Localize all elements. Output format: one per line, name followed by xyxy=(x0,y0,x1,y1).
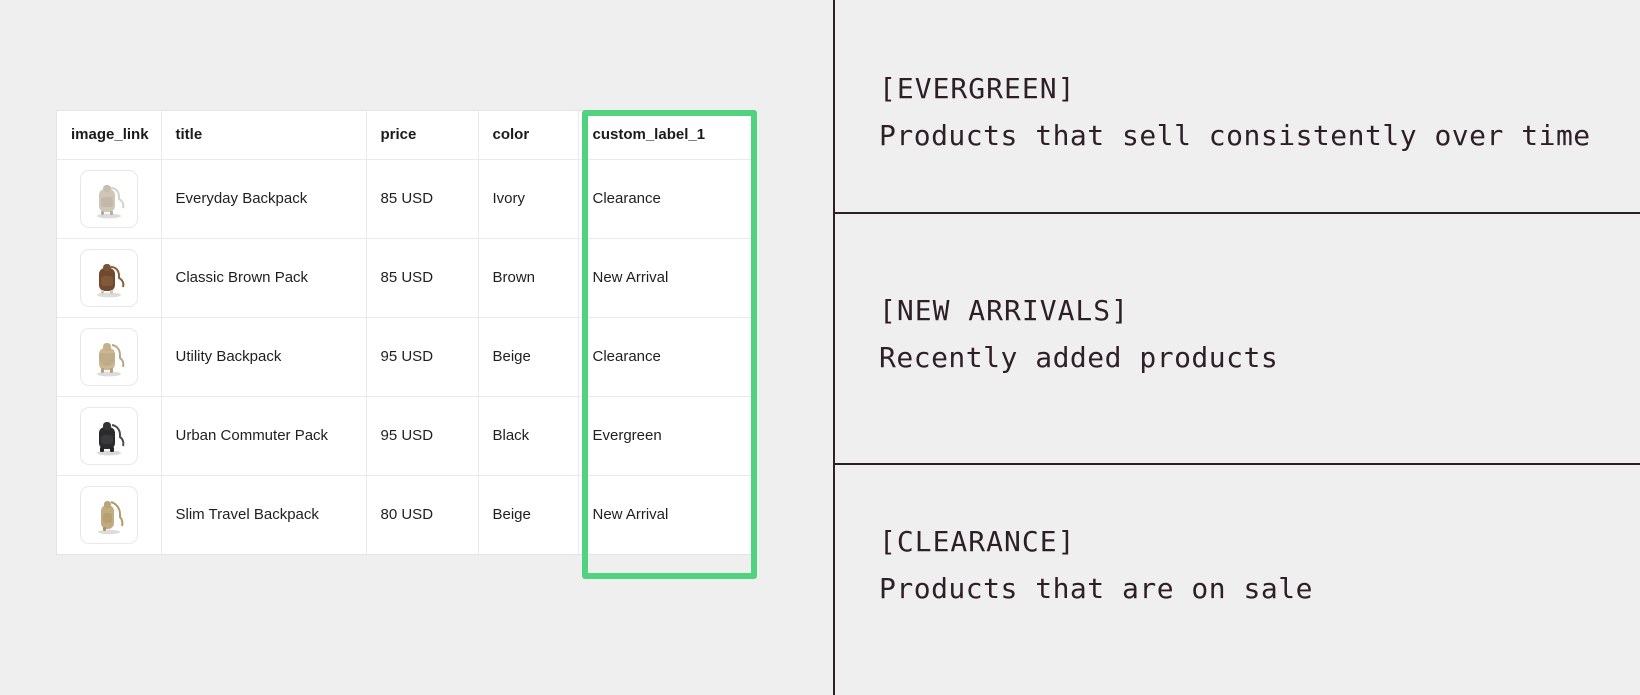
legend-item-new-arrivals: [NEW ARRIVALS] Recently added products xyxy=(835,214,1640,465)
legend-tag-clearance: [CLEARANCE] xyxy=(879,525,1076,558)
cell-custom-label-1: Clearance xyxy=(578,159,757,239)
legend-description-new-arrivals: Recently added products xyxy=(879,341,1279,374)
table-row[interactable]: Classic Brown Pack 85 USD Brown New Arri… xyxy=(57,238,757,318)
cell-title: Urban Commuter Pack xyxy=(161,396,367,476)
cell-title: Utility Backpack xyxy=(161,317,367,397)
column-header-color[interactable]: color xyxy=(478,111,579,160)
column-header-price[interactable]: price xyxy=(366,111,479,160)
cell-price: 95 USD xyxy=(366,396,479,476)
cell-color: Beige xyxy=(478,475,579,554)
table-row[interactable]: Everyday Backpack 85 USD Ivory Clearance xyxy=(57,159,757,239)
legend-description-clearance: Products that are on sale xyxy=(879,572,1313,605)
column-header-title[interactable]: title xyxy=(161,111,367,160)
product-feed-table: image_link title price color custom_labe… xyxy=(56,110,757,555)
cell-color: Beige xyxy=(478,317,579,397)
label-legend-panel: [EVERGREEN] Products that sell consisten… xyxy=(833,0,1640,695)
cell-image-link xyxy=(57,396,162,476)
table-row[interactable]: Urban Commuter Pack 95 USD Black Evergre… xyxy=(57,396,757,476)
legend-tag-new-arrivals: [NEW ARRIVALS] xyxy=(879,294,1130,327)
legend-item-evergreen: [EVERGREEN] Products that sell consisten… xyxy=(835,0,1640,214)
cell-image-link xyxy=(57,238,162,318)
legend-description-evergreen: Products that sell consistently over tim… xyxy=(879,119,1591,152)
backpack-beige-thumbnail xyxy=(79,327,138,386)
table-header: image_link title price color custom_labe… xyxy=(57,111,757,160)
cell-custom-label-1: New Arrival xyxy=(578,238,757,318)
column-header-image-link[interactable]: image_link xyxy=(57,111,162,160)
cell-title: Classic Brown Pack xyxy=(161,238,367,318)
table-body: Everyday Backpack 85 USD Ivory Clearance xyxy=(57,159,757,554)
cell-color: Ivory xyxy=(478,159,579,239)
cell-image-link xyxy=(57,159,162,239)
cell-title: Slim Travel Backpack xyxy=(161,475,367,554)
cell-price: 85 USD xyxy=(366,159,479,239)
legend-tag-evergreen: [EVERGREEN] xyxy=(879,72,1076,105)
cell-price: 80 USD xyxy=(366,475,479,554)
backpack-black-thumbnail xyxy=(79,406,138,465)
legend-item-clearance: [CLEARANCE] Products that are on sale xyxy=(835,465,1640,695)
cell-image-link xyxy=(57,317,162,397)
backpack-brown-thumbnail xyxy=(79,248,138,307)
cell-price: 95 USD xyxy=(366,317,479,397)
table-header-row: image_link title price color custom_labe… xyxy=(57,111,757,160)
backpack-ivory-thumbnail xyxy=(79,169,138,228)
cell-color: Brown xyxy=(478,238,579,318)
cell-custom-label-1: New Arrival xyxy=(578,475,757,554)
cell-price: 85 USD xyxy=(366,238,479,318)
cell-title: Everyday Backpack xyxy=(161,159,367,239)
cell-custom-label-1: Evergreen xyxy=(578,396,757,476)
column-header-custom-label-1[interactable]: custom_label_1 xyxy=(578,111,757,160)
cell-color: Black xyxy=(478,396,579,476)
cell-image-link xyxy=(57,475,162,554)
backpack-tan-thumbnail xyxy=(79,485,138,544)
table-row[interactable]: Slim Travel Backpack 80 USD Beige New Ar… xyxy=(57,475,757,554)
cell-custom-label-1: Clearance xyxy=(578,317,757,397)
table-row[interactable]: Utility Backpack 95 USD Beige Clearance xyxy=(57,317,757,397)
